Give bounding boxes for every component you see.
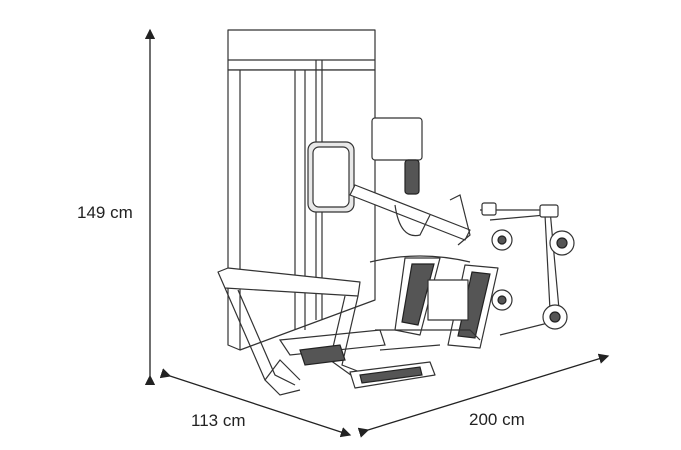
depth-label: 113 cm	[191, 411, 246, 430]
seat	[217, 267, 361, 396]
height-label: 149 cm	[77, 203, 133, 222]
length-label: 200 cm	[469, 410, 525, 429]
length-dimension-line	[357, 353, 610, 438]
back-pad	[307, 117, 423, 213]
depth-dimension-line	[159, 368, 352, 438]
foot-plates	[369, 255, 499, 349]
lever-arm	[349, 184, 575, 336]
base-frame	[278, 329, 481, 389]
